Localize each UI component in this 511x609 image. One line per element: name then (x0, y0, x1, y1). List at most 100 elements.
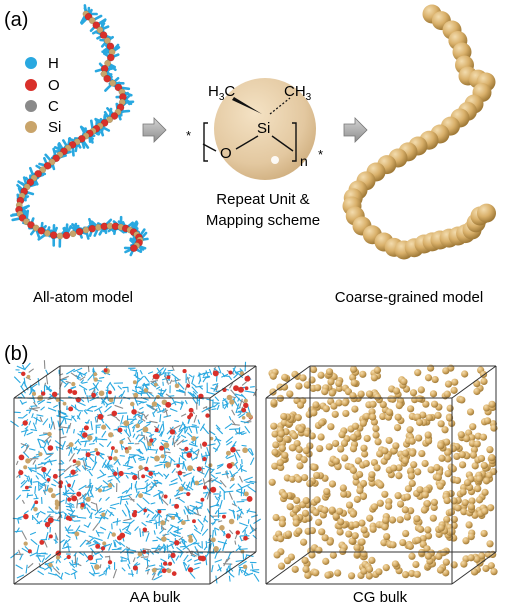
cg-bulk-bead (336, 507, 344, 515)
aa-bond (235, 545, 242, 552)
aa-bond (209, 503, 220, 508)
aa-bond (70, 415, 75, 419)
cg-bulk-bead (404, 485, 413, 493)
aa-bond (112, 520, 121, 524)
aa-bond (178, 388, 186, 393)
aa-bond (89, 489, 94, 498)
cg-bulk-bead (415, 434, 423, 442)
cg-bulk-bead (338, 431, 346, 439)
aa-bond (23, 377, 26, 387)
aa-bond (30, 405, 38, 407)
aa-bond (198, 372, 202, 382)
aa-bond (87, 522, 91, 528)
aa-bond (49, 393, 57, 400)
silicon-atom (48, 158, 56, 166)
aa-bond (20, 479, 28, 488)
cg-bulk-bead (446, 404, 454, 412)
aa-bond (153, 491, 162, 497)
aa-bond (76, 499, 79, 509)
aa-bond (168, 482, 178, 486)
cg-bulk-bead (335, 379, 343, 388)
cg-bulk-bead (283, 557, 292, 565)
aa-bond (84, 421, 90, 424)
aa-bond (48, 515, 54, 518)
aa-atom (44, 521, 51, 528)
cg-bulk-bead (416, 486, 424, 494)
aa-bond (89, 442, 95, 445)
aa-bond (174, 377, 178, 385)
aa-bond (176, 439, 185, 446)
aa-atom (184, 446, 189, 451)
aa-bond (197, 543, 202, 549)
aa-atom (112, 456, 118, 461)
aa-atom (26, 374, 31, 379)
aa-bond (32, 516, 41, 525)
aa-bond (105, 403, 109, 408)
cg-bulk-bead (359, 479, 368, 488)
aa-bond (65, 380, 72, 384)
cg-bulk-bead (269, 372, 277, 380)
oxygen-atom (92, 21, 101, 30)
cg-bulk-bead (357, 390, 365, 398)
aa-bond (237, 413, 242, 417)
cg-bulk-bead (444, 449, 452, 457)
cg-bulk-bead (361, 450, 369, 458)
aa-bond (146, 508, 155, 514)
aa-bond (78, 551, 85, 557)
aa-bond (17, 518, 20, 524)
aa-atom (177, 470, 183, 476)
aa-bond (174, 401, 183, 404)
aa-bond (149, 519, 156, 522)
aa-bond (44, 513, 51, 522)
cg-bulk-bead (399, 538, 407, 547)
cg-bulk-bead (443, 390, 451, 398)
aa-atom (230, 477, 235, 482)
aa-atom (244, 375, 251, 382)
aa-bond (178, 425, 187, 433)
aa-bond (23, 445, 30, 454)
aa-bond (119, 496, 123, 505)
aa-atom (186, 492, 191, 497)
cg-bulk-bead (482, 564, 490, 573)
aa-bond (117, 547, 122, 550)
aa-atom (244, 386, 249, 391)
aa-bond (137, 411, 145, 416)
cg-bulk-bead (352, 521, 360, 529)
cg-bulk-bead (429, 514, 437, 522)
aa-bond (180, 537, 184, 544)
aa-atom (102, 541, 107, 546)
aa-bond (167, 525, 174, 533)
aa-bond (65, 497, 68, 504)
aa-bond (145, 565, 150, 570)
aa-bond (30, 538, 38, 546)
aa-bond (89, 396, 99, 402)
aa-atom (233, 385, 239, 392)
aa-bond (142, 401, 147, 404)
cg-bulk-bead (358, 538, 366, 546)
aa-atom (24, 485, 29, 490)
aa-bond (68, 486, 75, 493)
cg-bulk-bead (442, 367, 450, 375)
aa-bond (107, 475, 115, 478)
aa-atom (212, 370, 219, 377)
cg-bulk-bead (377, 481, 385, 489)
aa-bond (192, 479, 196, 486)
aa-atom (237, 386, 244, 393)
cg-bulk-bead (321, 506, 329, 514)
aa-bond (86, 539, 92, 544)
aa-atom (41, 466, 47, 473)
aa-bond (251, 514, 258, 518)
aa-atom (209, 436, 214, 441)
cg-bulk-bead (337, 518, 345, 526)
aa-atom (110, 446, 115, 450)
aa-bond (132, 557, 136, 563)
cg-bulk-bead (349, 445, 358, 453)
cg-bulk-bead (327, 423, 335, 431)
aa-bond (187, 505, 190, 512)
aa-atom (187, 567, 194, 573)
aa-bond (156, 536, 162, 541)
oxygen-atom (49, 231, 58, 239)
aa-bond (109, 506, 117, 510)
aa-bond (99, 469, 105, 476)
